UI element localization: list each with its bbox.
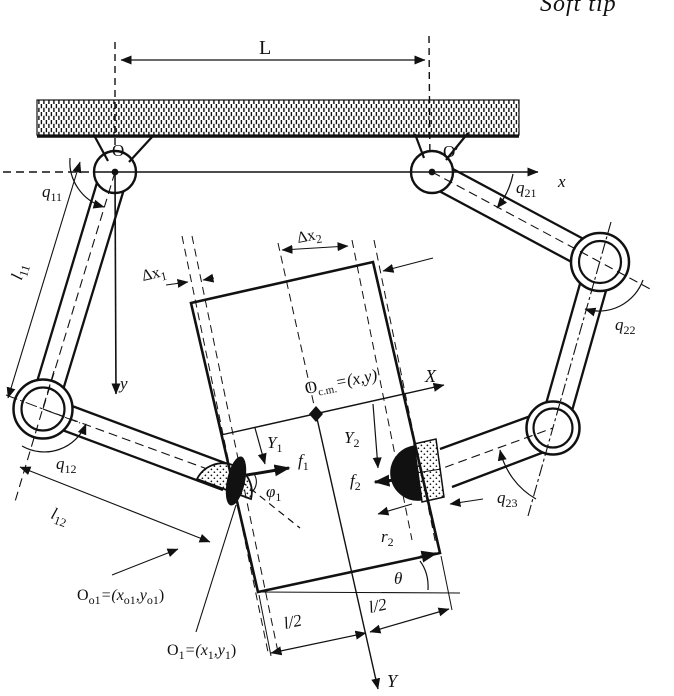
y-axis	[111, 171, 121, 395]
label-r2: r2	[381, 527, 394, 549]
left-elbow-crosshair	[5, 394, 81, 424]
q12-angle-arc	[21, 423, 87, 453]
right-wrist-joint-inner	[532, 407, 574, 449]
l11-dimension-line	[6, 161, 82, 399]
phi1-reference-ray	[240, 480, 301, 529]
half-l-right-extension	[440, 555, 453, 611]
q22-angle-arc	[584, 279, 644, 317]
r2-dim-inner	[377, 503, 413, 516]
left-link1-extension	[13, 370, 55, 506]
label-f1: f1	[298, 451, 309, 473]
left-origin-dot	[111, 168, 119, 176]
Y2-arrow	[372, 403, 382, 469]
l12-dimension-line	[19, 466, 211, 543]
right-link2-edge-a	[538, 258, 589, 426]
Y1-arrow	[254, 427, 267, 465]
label-y-axis: y	[118, 374, 128, 393]
q11-angle-arc	[69, 157, 105, 209]
label-object-Y: Y	[387, 671, 399, 691]
label-origin-right: O′	[443, 142, 459, 161]
label-Y2: Y2	[344, 428, 359, 450]
left-contact-line-b	[191, 235, 279, 653]
right-link1-edge-b	[437, 159, 607, 253]
right-bracket-leg-b	[445, 132, 469, 161]
left-finger: q11 l11 q12 l12	[6, 157, 234, 543]
ceiling-mount	[36, 99, 520, 138]
object-centerline-dashed	[277, 242, 317, 415]
page-running-title: Soft tip	[540, 0, 617, 17]
f2-force-arrow	[373, 474, 418, 487]
label-phi1: φ1	[266, 482, 281, 504]
label-q21: q21	[516, 178, 537, 200]
label-q11: q11	[42, 182, 62, 204]
label-tip-center-Oo1: Oo1=(xo1,yo1)	[77, 587, 164, 607]
dx2-dimension-line	[281, 242, 349, 254]
label-origin-left: O	[112, 141, 124, 160]
label-half-l-right: l/2	[367, 594, 389, 616]
label-dx2: Δx2	[296, 226, 324, 250]
label-x-axis: x	[557, 172, 566, 191]
left-bracket-leg-a	[94, 136, 109, 162]
label-q12: q12	[56, 454, 77, 476]
right-link3-centerline	[431, 427, 554, 473]
half-l-left-dimension	[270, 630, 367, 656]
label-q22: q22	[615, 315, 636, 337]
l-extension-right	[428, 35, 431, 169]
label-half-l-left: l/2	[282, 610, 304, 632]
dx1-arrow-left	[165, 278, 189, 288]
object-Y-axis	[315, 413, 381, 690]
f1-force-arrow	[240, 464, 291, 478]
q23-angle-arc	[497, 449, 537, 500]
object-X-axis	[220, 382, 445, 436]
label-l12: l12	[48, 504, 71, 530]
label-dx1: Δx1	[140, 263, 168, 288]
phi1-angle-arc	[251, 473, 257, 493]
label-L: L	[259, 37, 271, 59]
right-link2-centerline	[527, 221, 612, 517]
half-l-left-extension	[258, 594, 272, 657]
q21-angle-arc	[496, 173, 514, 209]
joints	[5, 149, 653, 517]
right-link1-edge-a	[425, 182, 595, 276]
right-elbow-joint-inner	[577, 239, 623, 285]
label-contact-point-O1: O1=(x1,y1)	[167, 642, 236, 662]
label-theta: θ	[394, 569, 402, 588]
object-bottom-edge-arrow	[419, 550, 438, 563]
right-link2-edge-b	[564, 265, 615, 433]
left-elbow-joint-inner	[20, 386, 66, 432]
label-q23: q23	[497, 488, 518, 510]
left-contact-deformation	[225, 456, 247, 506]
label-object-X: X	[424, 366, 437, 386]
right-bracket-leg-a	[413, 133, 426, 159]
left-bracket-leg-b	[128, 136, 153, 163]
ceiling-hatch-bar	[36, 99, 520, 136]
oo1-leader-arrow	[111, 548, 179, 576]
dx2-leader-arrow	[382, 257, 434, 273]
label-l11: l11	[7, 261, 33, 283]
o1-leader-line	[195, 504, 237, 633]
theta-horizontal-reference	[257, 591, 461, 594]
label-f2: f2	[350, 471, 361, 493]
object-com-marker	[309, 406, 323, 422]
theta-angle-arc	[419, 560, 429, 591]
label-Y1: Y1	[267, 433, 282, 455]
r2-dim-outer	[449, 497, 484, 507]
base-frame: O O′ x y	[3, 132, 566, 395]
half-l-right-dimension	[369, 607, 450, 634]
left-link2-edge-b	[47, 395, 234, 468]
dx1-arrow-right	[202, 273, 215, 283]
right-origin-dot	[428, 168, 436, 176]
contact-labels: Oo1=(xo1,yo1) O1=(x1,y1)	[77, 504, 237, 662]
base-span-dimension: L	[114, 35, 431, 169]
